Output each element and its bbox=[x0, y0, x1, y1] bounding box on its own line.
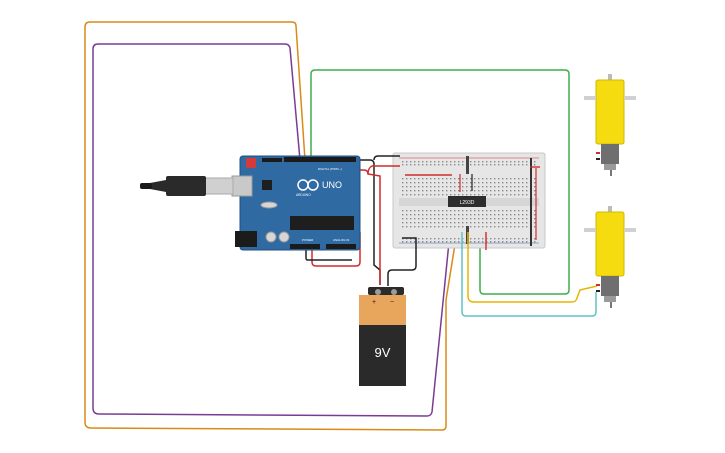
dc-motor-top[interactable] bbox=[584, 74, 636, 176]
chip-label: L293D bbox=[460, 200, 475, 206]
black-wire-arduino-gnd[interactable] bbox=[356, 159, 381, 285]
header-analog-label: ANALOG IN bbox=[333, 238, 349, 242]
green-wire[interactable] bbox=[310, 69, 570, 295]
red-wire-top[interactable] bbox=[367, 165, 400, 175]
breadboard-holes bbox=[402, 161, 536, 243]
battery-9v[interactable]: + − 9V bbox=[359, 287, 406, 386]
arduino-uno[interactable]: UNO ARDUINO DIGITAL (PWM ~) POWER ANALOG… bbox=[231, 155, 361, 251]
capacitor-top bbox=[466, 156, 469, 174]
motor-driver-chip[interactable]: L293D bbox=[448, 196, 486, 207]
arduino-model: UNO bbox=[322, 180, 342, 190]
battery-black-wire[interactable] bbox=[387, 237, 417, 286]
battery-plus: + bbox=[372, 299, 376, 306]
dc-motor-bottom[interactable] bbox=[584, 206, 636, 308]
orange-wire[interactable] bbox=[84, 21, 458, 431]
arduino-brand: ARDUINO bbox=[296, 193, 311, 197]
header-power-label: POWER bbox=[302, 238, 314, 242]
black-wire-power-rail[interactable] bbox=[305, 245, 352, 261]
purple-wire[interactable] bbox=[92, 43, 451, 417]
battery-label: 9V bbox=[375, 345, 391, 360]
black-wire-top[interactable] bbox=[373, 155, 400, 161]
cyan-wire[interactable] bbox=[461, 232, 597, 317]
usb-cable[interactable] bbox=[140, 176, 234, 196]
capacitor-right bbox=[530, 158, 532, 246]
arduino-logo-icon bbox=[297, 179, 319, 191]
yellow-wire[interactable] bbox=[467, 232, 598, 303]
red-wire-power-rail[interactable] bbox=[311, 232, 361, 267]
battery-minus: − bbox=[390, 299, 394, 306]
header-digital-label: DIGITAL (PWM ~) bbox=[318, 167, 342, 171]
reset-button bbox=[246, 158, 256, 168]
